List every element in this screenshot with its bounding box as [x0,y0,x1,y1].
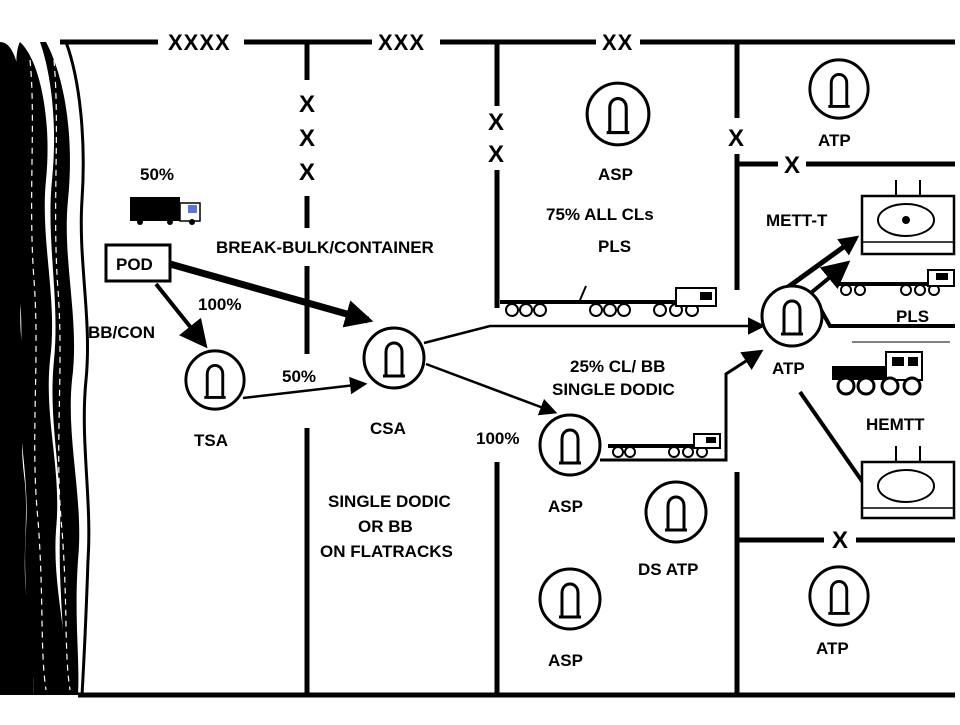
label-asp-top: ASP [598,165,633,184]
label-asp-bottom: ASP [548,651,583,670]
arrow-asp-to-atp [600,349,764,462]
tsa-ammo-icon [184,349,246,411]
cargo-truck-icon [130,197,201,225]
echelon-xxx: XXX [378,30,425,55]
ds-atp-ammo-icon [644,480,708,544]
label-tsa: TSA [194,431,228,450]
label-break-bulk: BREAK-BULK/CONTAINER [216,238,434,257]
label-asp-top-line2: PLS [598,237,631,256]
csa-ammo-icon [362,326,426,390]
echelon-xxx-vert-2: X [299,125,315,152]
pls-truck-icon [836,269,955,296]
label-csa-note-1: SINGLE DODIC [328,492,451,511]
label-csa: CSA [370,419,406,438]
echelon-x-vert: X [728,125,744,152]
label-50-truck: 50% [140,165,174,184]
label-csa-note-2: OR BB [358,517,413,536]
label-cl-bb: 25% CL/ BB [570,357,665,376]
coastline [0,41,91,696]
echelon-xxx-vert-3: X [299,159,315,186]
arrow-tsa-to-csa [242,376,368,400]
echelon-xxxx: XXXX [168,30,231,55]
label-hemtt: HEMTT [866,415,925,434]
bottom-site-box [860,446,956,520]
label-bb-con: BB/CON [88,323,155,342]
line-atp-to-pls-box [818,307,955,328]
echelon-xx-vert-1: X [488,109,504,136]
atp-bottom-ammo-icon [808,565,870,627]
label-100-pod: 100% [198,295,241,314]
label-asp-top-line1: 75% ALL CLs [546,205,654,224]
label-pls: PLS [896,307,929,326]
label-atp-bottom: ATP [816,639,849,658]
asp-top-ammo-icon [585,81,651,147]
mett-t-site-box [860,180,956,256]
arrow-pod-to-csa [169,260,374,328]
label-mett-t: METT-T [766,211,828,230]
line-atp-to-bottom-box [798,390,866,486]
echelon-x-horiz-top: X [784,152,800,179]
label-100-asp: 100% [476,429,519,448]
label-csa-note-3: ON FLATRACKS [320,542,453,561]
echelon-xx-vert-2: X [488,141,504,168]
echelon-x-horiz-bottom: X [832,527,848,554]
pls-trailer-truck-icon [500,285,717,317]
hemtt-truck-icon [832,351,923,396]
asp-truck-icon [608,433,721,458]
label-atp-top: ATP [818,131,851,150]
pod-node: POD [104,243,172,283]
echelon-xx: XX [602,30,633,55]
boundary-lines [60,39,955,698]
arrow-pod-to-tsa [154,282,208,349]
arrow-atp-to-pls [810,260,851,294]
flow-arrows [154,235,955,486]
asp-mid-ammo-icon [538,413,602,477]
label-50-tsa: 50% [282,367,316,386]
label-asp-mid: ASP [548,497,583,516]
arrow-csa-to-atp [423,317,766,345]
label-atp-main: ATP [772,359,805,378]
atp-top-ammo-icon [808,58,870,120]
atp-main-ammo-icon [760,284,824,348]
arrow-csa-to-asp [425,362,558,416]
label-ds-atp: DS ATP [638,560,698,579]
pod-label: POD [116,255,153,274]
label-single-dodic: SINGLE DODIC [552,380,675,399]
asp-bottom-ammo-icon [538,567,602,631]
echelon-xxx-vert-1: X [299,91,315,118]
